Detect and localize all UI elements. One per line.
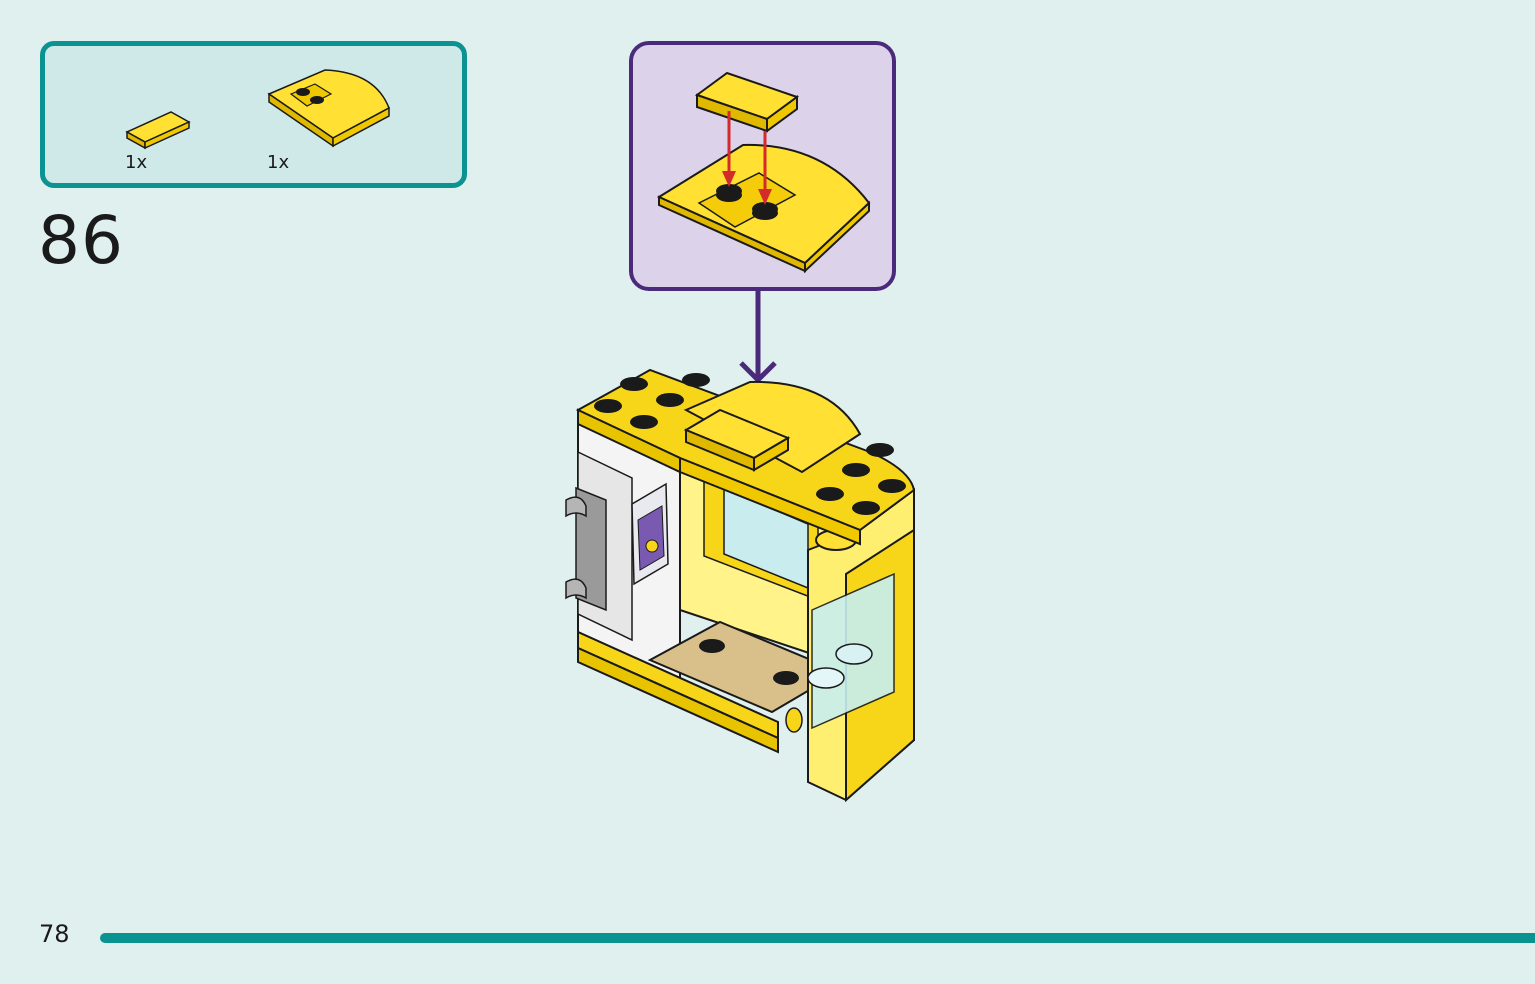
arrow-head-icon [758, 189, 772, 205]
step-number: 86 [38, 202, 124, 279]
part-curved-slope-plate: 1x [265, 60, 395, 184]
part-tile-1x2: 1x [123, 104, 193, 184]
clip-icon [565, 496, 587, 518]
tile-1x2-icon [125, 111, 191, 150]
page-number: 78 [39, 920, 70, 948]
parts-list-box: 1x 1x [40, 41, 467, 188]
subassembly-callout [629, 41, 896, 291]
part-quantity: 1x [125, 152, 148, 173]
subassembly-illustration [656, 71, 871, 274]
footer-rule [100, 933, 1535, 943]
curved-slope-plate-icon [267, 69, 390, 148]
clip-icon [565, 578, 587, 600]
arrow-head-icon [722, 171, 736, 187]
callout-down-arrow-icon [739, 289, 777, 383]
part-quantity: 1x [267, 152, 290, 173]
studs [594, 373, 906, 515]
model-illustration [565, 368, 916, 803]
